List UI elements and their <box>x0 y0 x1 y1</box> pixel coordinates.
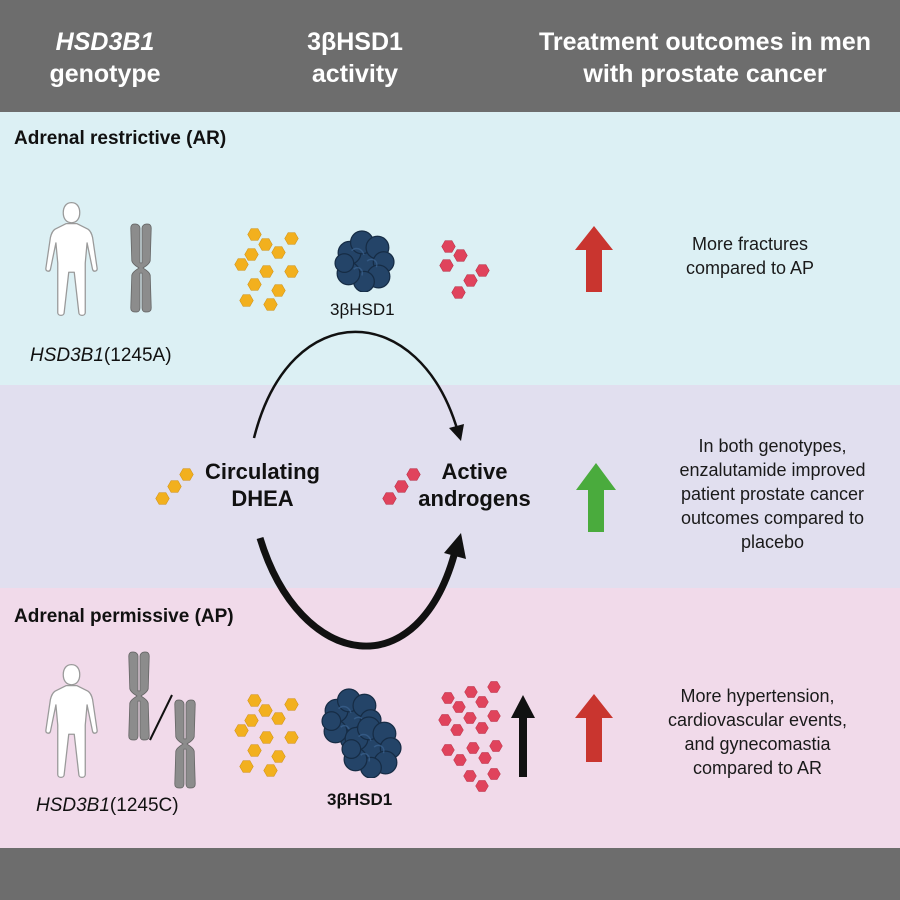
middle-outcome-line: patient prostate cancer <box>680 484 865 504</box>
header-outcomes: Treatment outcomes in men with prostate … <box>510 26 900 90</box>
ar-genotype-gene: HSD3B1 <box>30 345 104 366</box>
dhea-molecule-icon <box>155 468 194 505</box>
red-up-arrow-icon <box>575 226 613 292</box>
dhea-label-line: Circulating <box>205 459 320 484</box>
header-outcomes-line2: with prostate cancer <box>583 60 827 88</box>
header-activity: 3βHSD1 activity <box>255 26 455 90</box>
chromosome-icon <box>128 651 150 741</box>
androgens-label-line: androgens <box>418 486 531 511</box>
middle-outcome-line: outcomes compared to <box>680 508 865 528</box>
androgen-molecule-icon <box>438 681 503 792</box>
enzyme-protein-icon <box>334 230 395 292</box>
human-outline-icon <box>45 201 98 317</box>
chromosome-icon <box>174 699 196 789</box>
ap-genotype-label: HSD3B1(1245C) <box>36 795 179 817</box>
conversion-arrow-ar <box>252 330 460 439</box>
ar-genotype-label: HSD3B1(1245A) <box>30 345 172 367</box>
dhea-label-line: DHEA <box>231 486 294 511</box>
human-outline-icon <box>45 663 98 779</box>
middle-outcome-line: enzalutamide improved <box>679 460 866 480</box>
ap-enzyme-label: 3βHSD1 <box>327 790 393 809</box>
header-outcomes-line1: Treatment outcomes in men <box>538 28 872 56</box>
middle-outcome-line: placebo <box>740 532 805 552</box>
arrowhead-ap <box>444 533 466 559</box>
green-up-arrow-icon <box>576 463 616 532</box>
dhea-molecule-icon <box>234 694 299 777</box>
ap-outcome-line: More hypertension, <box>680 686 835 706</box>
ap-outcome-line: cardiovascular events, <box>667 710 848 730</box>
ar-outcome: More fractures compared to AP <box>665 232 835 280</box>
ar-outcome-line: More fractures <box>691 234 809 254</box>
androgens-label-line: Active <box>441 459 508 484</box>
conversion-arrow-ap <box>256 536 460 650</box>
ap-outcome: More hypertension, cardiovascular events… <box>650 684 865 780</box>
header-genotype-line1: HSD3B1 <box>55 28 155 56</box>
ar-title: Adrenal restrictive (AR) <box>14 128 227 149</box>
dhea-label: Circulating DHEA <box>190 458 335 512</box>
ar-enzyme-label: 3βHSD1 <box>330 300 395 319</box>
ap-outcome-line: and gynecomastia <box>684 734 831 754</box>
header-activity-line2: activity <box>311 60 399 88</box>
header-activity-line1: 3βHSD1 <box>307 28 403 56</box>
increase-arrow-icon <box>511 695 535 777</box>
genotype-slash <box>149 694 173 741</box>
chromosome-icon <box>130 223 152 313</box>
middle-outcome: In both genotypes, enzalutamide improved… <box>655 434 890 554</box>
middle-outcome-line: In both genotypes, <box>698 436 847 456</box>
ar-genotype-allele: (1245A) <box>103 345 172 366</box>
red-up-arrow-icon <box>575 694 613 762</box>
header-genotype-line2: genotype <box>49 60 161 88</box>
dhea-molecule-icon <box>234 228 299 311</box>
ar-outcome-line: compared to AP <box>685 258 815 278</box>
footer-bar <box>0 848 900 900</box>
header-genotype: HSD3B1 genotype <box>20 26 190 90</box>
header-bar: HSD3B1 genotype 3βHSD1 activity Treatmen… <box>0 0 900 112</box>
androgens-label: Active androgens <box>412 458 537 512</box>
ap-genotype-gene: HSD3B1 <box>36 795 110 816</box>
ap-outcome-line: compared to AR <box>692 758 823 778</box>
androgen-molecule-icon <box>439 240 490 299</box>
arrowhead-ar <box>449 424 464 441</box>
ap-genotype-allele: (1245C) <box>109 795 179 816</box>
ap-title: Adrenal permissive (AP) <box>14 606 234 627</box>
